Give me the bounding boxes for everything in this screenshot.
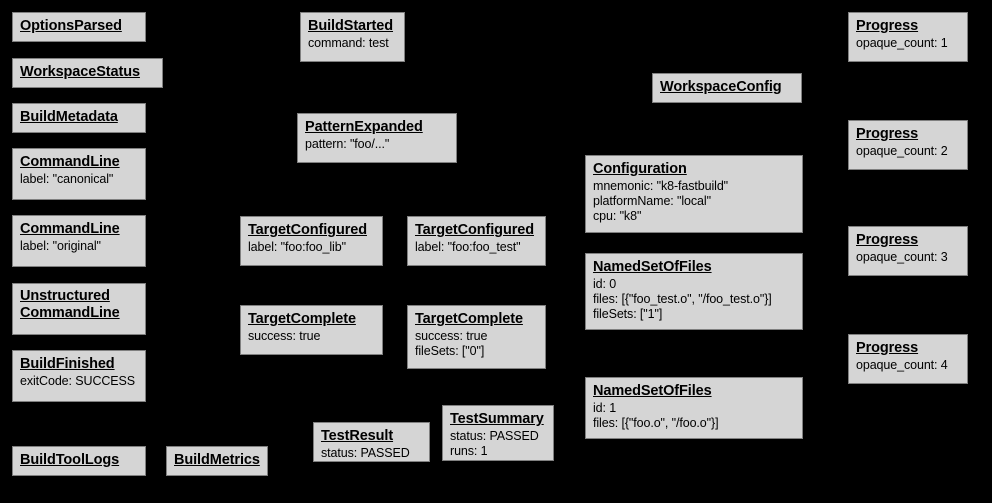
node-fields: opaque_count: 4 (856, 358, 948, 373)
node-pattern-expanded[interactable]: PatternExpanded pattern: "foo/..." (297, 113, 457, 163)
node-fields: success: true fileSets: ["0"] (415, 329, 488, 358)
node-test-result[interactable]: TestResult status: PASSED (313, 422, 430, 462)
node-progress-2[interactable]: Progress opaque_count: 2 (848, 120, 968, 170)
node-target-configured-foo-lib[interactable]: TargetConfigured label: "foo:foo_lib" (240, 216, 383, 266)
node-fields: label: "canonical" (20, 172, 114, 187)
node-fields: id: 0 files: [{"foo_test.o", "/foo_test.… (593, 277, 772, 321)
node-title: BuildFinished (20, 356, 115, 372)
node-title: CommandLine (20, 154, 120, 170)
node-title: TargetComplete (248, 311, 356, 327)
node-title: WorkspaceStatus (20, 64, 140, 80)
node-target-complete-lib[interactable]: TargetComplete success: true (240, 305, 383, 355)
node-title: NamedSetOfFiles (593, 383, 712, 399)
node-options-parsed[interactable]: OptionsParsed (12, 12, 146, 42)
node-title: TestResult (321, 428, 394, 444)
node-title: TargetConfigured (248, 222, 367, 238)
node-fields: opaque_count: 2 (856, 144, 948, 159)
node-title: TestSummary (450, 411, 544, 427)
node-progress-3[interactable]: Progress opaque_count: 3 (848, 226, 968, 276)
node-fields: opaque_count: 3 (856, 250, 948, 265)
node-unstructured-command-line[interactable]: Unstructured CommandLine (12, 283, 146, 335)
node-workspace-status[interactable]: WorkspaceStatus (12, 58, 163, 88)
node-title: Unstructured CommandLine (20, 288, 120, 322)
node-title: PatternExpanded (305, 119, 423, 135)
node-fields: mnemonic: "k8-fastbuild" platformName: "… (593, 179, 729, 223)
node-progress-1[interactable]: Progress opaque_count: 1 (848, 12, 968, 62)
node-fields: exitCode: SUCCESS (20, 374, 136, 389)
node-progress-4[interactable]: Progress opaque_count: 4 (848, 334, 968, 384)
node-named-set-of-files-0[interactable]: NamedSetOfFiles id: 0 files: [{"foo_test.… (585, 253, 803, 330)
node-title: NamedSetOfFiles (593, 259, 712, 275)
node-target-complete-test[interactable]: TargetComplete success: true fileSets: ["… (407, 305, 546, 369)
node-title: CommandLine (20, 221, 120, 237)
node-fields: label: "original" (20, 239, 101, 254)
node-fields: opaque_count: 1 (856, 36, 948, 51)
node-title: BuildMetrics (174, 452, 260, 468)
node-build-metadata[interactable]: BuildMetadata (12, 103, 146, 133)
node-command-line-original[interactable]: CommandLine label: "original" (12, 215, 146, 267)
node-build-finished[interactable]: BuildFinished exitCode: SUCCESS (12, 350, 146, 402)
node-fields: id: 1 files: [{"foo.o", "/foo.o"}] (593, 401, 719, 430)
node-named-set-of-files-1[interactable]: NamedSetOfFiles id: 1 files: [{"foo.o", "… (585, 377, 803, 439)
node-fields: success: true (248, 329, 321, 344)
node-command-line-canonical[interactable]: CommandLine label: "canonical" (12, 148, 146, 200)
node-fields: label: "foo:foo_lib" (248, 240, 346, 255)
node-title: BuildStarted (308, 18, 394, 34)
node-title: OptionsParsed (20, 18, 122, 34)
node-fields: pattern: "foo/..." (305, 137, 390, 152)
node-fields: label: "foo:foo_test" (415, 240, 521, 255)
node-build-started[interactable]: BuildStarted command: test (300, 12, 405, 62)
node-title: BuildToolLogs (20, 452, 120, 468)
node-fields: status: PASSED runs: 1 (450, 429, 539, 458)
node-target-configured-foo-test[interactable]: TargetConfigured label: "foo:foo_test" (407, 216, 546, 266)
node-test-summary[interactable]: TestSummary status: PASSED runs: 1 (442, 405, 554, 461)
node-title: TargetComplete (415, 311, 523, 327)
node-title: Progress (856, 232, 919, 248)
node-title: Progress (856, 126, 919, 142)
node-title: TargetConfigured (415, 222, 534, 238)
node-fields: command: test (308, 36, 389, 51)
node-title: WorkspaceConfig (660, 79, 782, 95)
node-fields: status: PASSED (321, 446, 410, 461)
node-configuration[interactable]: Configuration mnemonic: "k8-fastbuild" pl… (585, 155, 803, 233)
node-build-metrics[interactable]: BuildMetrics (166, 446, 268, 476)
node-title: Progress (856, 340, 919, 356)
node-workspace-config[interactable]: WorkspaceConfig (652, 73, 802, 103)
node-title: Configuration (593, 161, 687, 177)
node-title: BuildMetadata (20, 109, 118, 125)
node-build-tool-logs[interactable]: BuildToolLogs (12, 446, 146, 476)
node-title: Progress (856, 18, 919, 34)
